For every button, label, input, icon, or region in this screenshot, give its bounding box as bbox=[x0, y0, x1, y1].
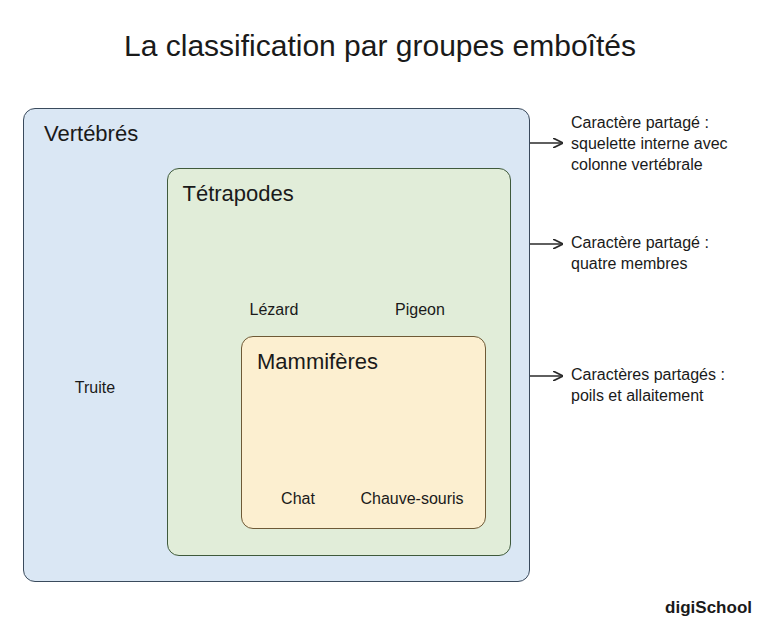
animal-name: Chat bbox=[248, 489, 348, 510]
group-box: VertébrésTétrapodesMammifères bbox=[23, 108, 530, 582]
animal-name: Pigeon bbox=[370, 300, 470, 321]
animal-name: Truite bbox=[45, 378, 145, 399]
group-heading: Mammifères bbox=[257, 349, 378, 375]
group-heading: Tétrapodes bbox=[183, 181, 294, 207]
animal-name: Lézard bbox=[224, 300, 324, 321]
group-heading: Vertébrés bbox=[44, 121, 138, 147]
watermark: digiSchool bbox=[660, 597, 752, 619]
character-note: Caractère partagé : squelette interne av… bbox=[571, 113, 756, 175]
diagram-title: La classification par groupes emboîtés bbox=[0, 28, 760, 64]
character-note: Caractères partagés : poils et allaiteme… bbox=[571, 365, 756, 407]
animal-name: Chauve-souris bbox=[347, 489, 477, 510]
character-note: Caractère partagé : quatre membres bbox=[571, 233, 756, 275]
